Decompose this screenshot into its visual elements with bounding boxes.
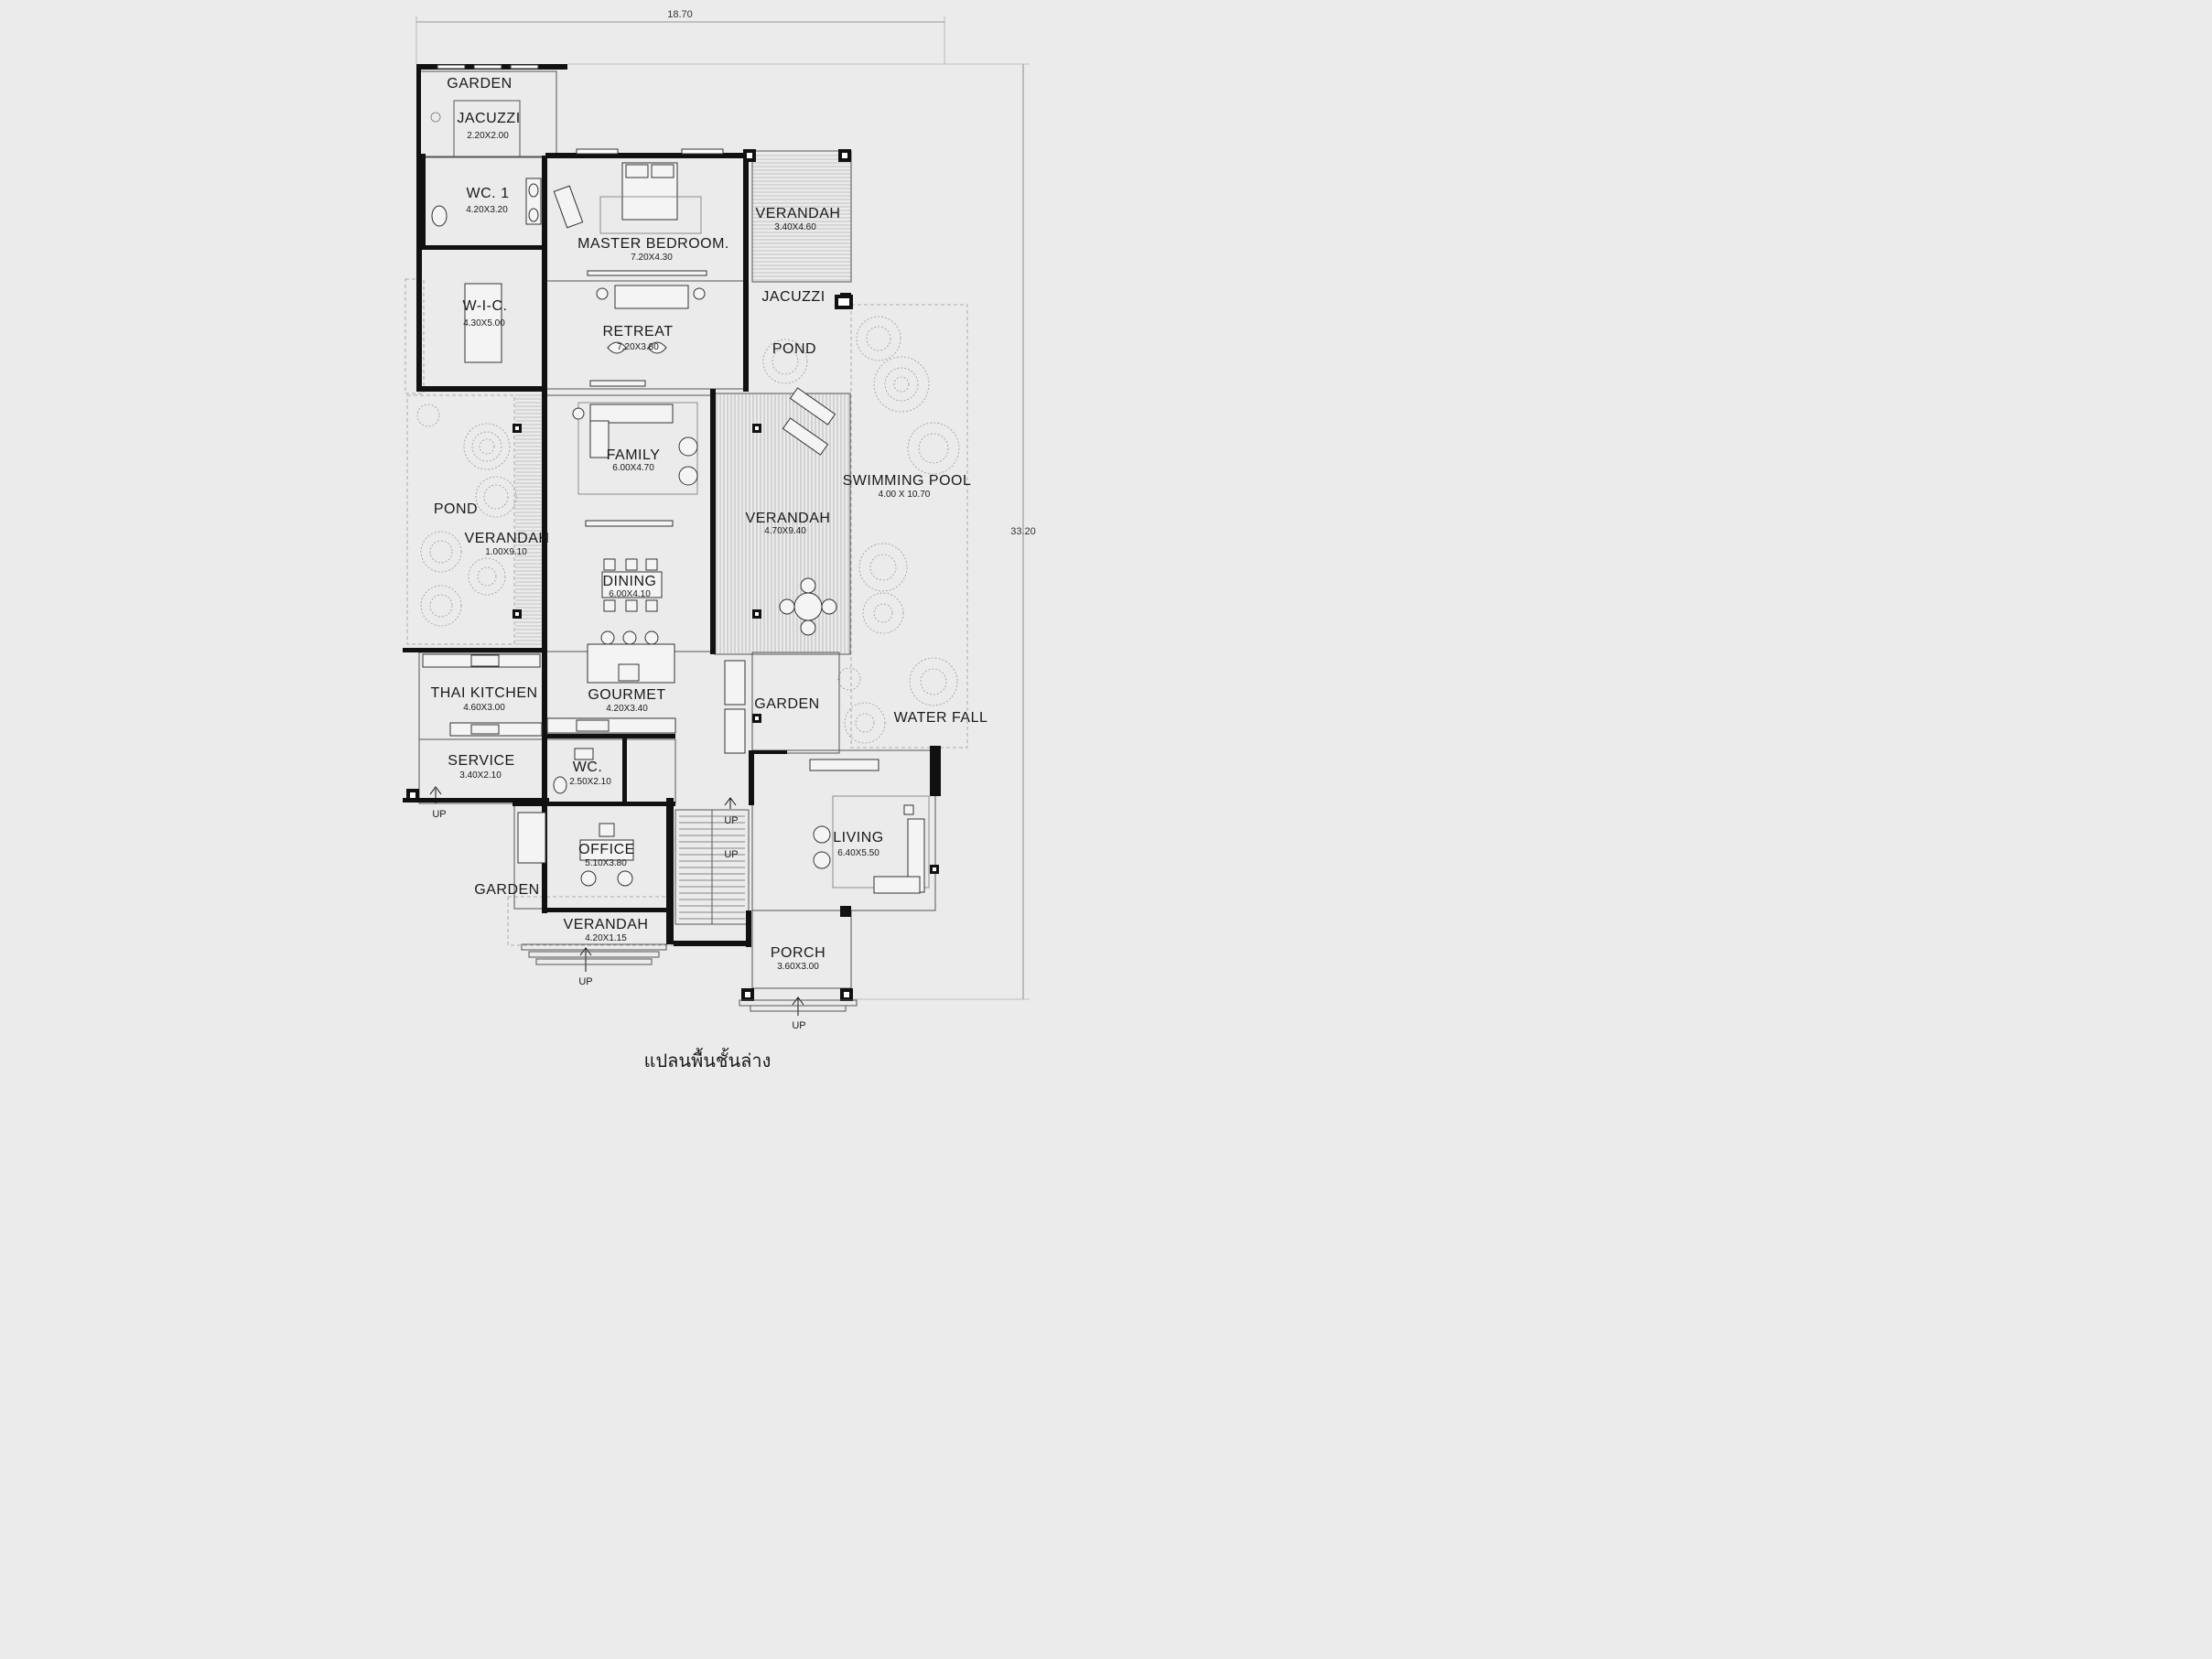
room-name: FAMILY — [607, 447, 661, 463]
up-label: UP — [792, 1020, 805, 1031]
dimension-lines — [415, 16, 1030, 1000]
up-label: UP — [724, 815, 738, 826]
room-name: JACUZZI — [457, 111, 520, 126]
room-size: 4.20X3.20 — [466, 205, 508, 215]
room-name: LIVING — [833, 830, 883, 846]
room-size: 6.00X4.70 — [612, 463, 654, 473]
room-name: WC. — [573, 759, 603, 775]
room-name: POND — [434, 501, 478, 517]
room-size: 7.20X3.80 — [617, 342, 659, 352]
landscape — [405, 278, 968, 946]
room-size: 6.40X5.50 — [837, 848, 879, 858]
walls — [403, 64, 941, 947]
room-name: RETREAT — [603, 324, 674, 339]
room-size: 3.40X4.60 — [774, 222, 816, 232]
room-size: 4.20X1.15 — [585, 933, 627, 943]
room-name: SWIMMING POOL — [843, 473, 972, 489]
room-size: 4.30X5.00 — [463, 318, 505, 329]
room-size: 2.50X2.10 — [569, 777, 611, 787]
room-name: WATER FALL — [894, 710, 988, 726]
room-name: PORCH — [771, 945, 825, 961]
room-name: SERVICE — [448, 753, 514, 769]
up-label: UP — [724, 849, 738, 860]
room-size: 3.40X2.10 — [459, 770, 502, 781]
overall-width-dim: 18.70 — [667, 9, 693, 20]
room-size: 7.20X4.30 — [631, 253, 673, 263]
up-label: UP — [578, 976, 592, 987]
room-name: VERANDAH — [564, 917, 649, 932]
room-size: 4.70X9.40 — [764, 526, 806, 536]
plan-title: แปลนพื้นชั้นล่าง — [644, 1048, 772, 1072]
room-name: VERANDAH — [756, 206, 841, 221]
room-name: DINING — [603, 574, 657, 589]
room-size: 3.60X3.00 — [777, 962, 819, 972]
room-name: VERANDAH — [465, 531, 550, 546]
room-size: 4.60X3.00 — [463, 703, 505, 713]
room-name: THAI KITCHEN — [430, 685, 537, 701]
up-arrows — [429, 786, 858, 1016]
room-outlines — [418, 150, 936, 989]
room-name: MASTER BEDROOM. — [577, 236, 729, 252]
windows — [437, 64, 724, 155]
room-name: POND — [772, 341, 816, 357]
room-size: 4.20X3.40 — [606, 704, 648, 714]
deck-hatching — [515, 155, 851, 653]
room-labels: GARDEN JACUZZI 2.20X2.00 WC. 1 4.20X3.20… — [430, 76, 987, 972]
room-name: WC. 1 — [467, 186, 510, 201]
room-name: GOURMET — [588, 687, 665, 703]
room-size: 5.10X3.80 — [585, 858, 627, 868]
floor-plan: 18.70 33.20 — [403, 9, 1036, 1072]
room-name: GARDEN — [754, 696, 819, 712]
overall-depth-dim: 33.20 — [1010, 526, 1036, 537]
room-name: W-I-C. — [463, 298, 508, 314]
room-name: JACUZZI — [761, 289, 825, 305]
room-name: GARDEN — [474, 882, 539, 898]
room-size: 1.00X9.10 — [485, 547, 527, 557]
room-size: 6.00X4.10 — [609, 589, 651, 599]
room-size: 2.20X2.00 — [467, 131, 509, 141]
furniture — [422, 162, 930, 894]
room-name: VERANDAH — [746, 511, 831, 526]
room-name: GARDEN — [447, 76, 512, 92]
room-size: 4.00 X 10.70 — [879, 490, 931, 500]
up-label: UP — [432, 809, 446, 820]
room-name: OFFICE — [578, 842, 635, 857]
